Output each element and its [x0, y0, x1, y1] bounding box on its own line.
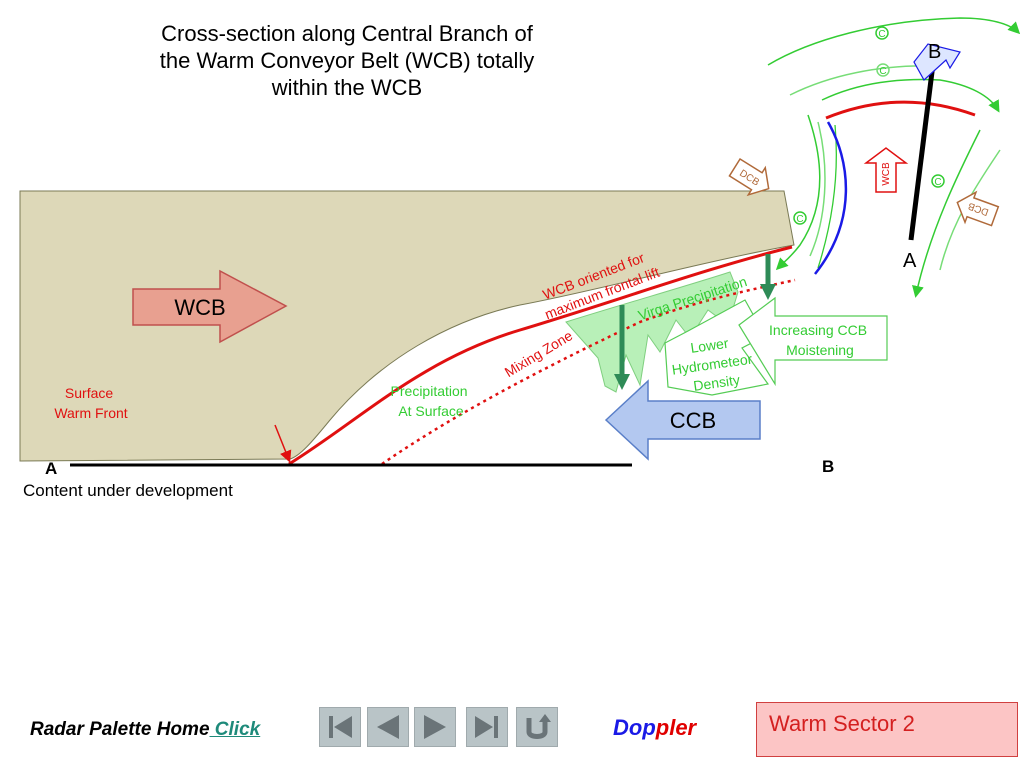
inset-cold-front — [814, 121, 848, 275]
plan-view-inset: C C C C DCB DCB WCB B A — [728, 17, 1021, 298]
next-slide-button[interactable] — [414, 707, 456, 747]
virga-arrow — [760, 254, 776, 300]
title-line-3: within the WCB — [271, 75, 423, 100]
virga-region — [565, 271, 739, 393]
ccb-arrow — [604, 379, 761, 461]
return-button[interactable] — [516, 707, 558, 747]
axis-label-b: B — [822, 457, 834, 476]
previous-slide-button[interactable] — [367, 707, 409, 747]
doppler-part-2: pler — [655, 715, 697, 740]
inset-blue-arrow — [913, 43, 961, 81]
mixing-zone-line — [381, 278, 796, 466]
warm-front-line — [288, 245, 793, 466]
last-slide-button[interactable] — [466, 707, 508, 747]
diagram-title: Cross-section along Central Branch of th… — [110, 20, 584, 101]
doppler-part-1: Dop — [613, 715, 656, 740]
first-slide-button[interactable] — [319, 707, 361, 747]
inset-wcb-label: WCB — [881, 162, 892, 186]
svg-text:C: C — [934, 177, 941, 188]
ccb-arrow-label: CCB — [670, 408, 716, 433]
inset-label-a: A — [903, 250, 917, 272]
svg-text:C: C — [796, 214, 803, 225]
radar-palette-home-label: Radar Palette Home — [30, 719, 210, 740]
wcb-arrow-label: WCB — [174, 295, 225, 320]
title-line-2: the Warm Conveyor Belt (WCB) totally — [159, 48, 535, 73]
status-text: Content under development — [23, 481, 233, 500]
skip-first-icon — [329, 716, 352, 738]
mixing-zone-label: Mixing Zone — [502, 327, 576, 380]
inset-wcb-arrow — [863, 147, 909, 193]
svg-text:C: C — [878, 29, 885, 40]
precipitation-arrow — [614, 305, 630, 390]
return-icon — [526, 714, 551, 739]
inset-label-b: B — [928, 41, 941, 63]
warm-front-pointer — [274, 424, 292, 463]
cross-section-diagram: WCB CCB Surface Warm Front WCB oriented … — [19, 17, 1021, 478]
cloud-mass — [19, 190, 795, 462]
svg-text:C: C — [879, 66, 886, 77]
surface-warm-front-label: Surface Warm Front — [54, 385, 127, 421]
skip-last-icon — [475, 716, 498, 738]
inset-section-line — [908, 55, 937, 241]
warm-sector-box[interactable]: Warm Sector 2 — [756, 702, 1018, 757]
precipitation-surface-label: Precipitation At Surface — [391, 383, 472, 419]
wcb-arrow — [132, 269, 288, 344]
next-icon — [424, 715, 446, 739]
title-line-1: Cross-section along Central Branch of — [161, 21, 533, 46]
inset-warm-front — [825, 100, 976, 120]
ccb-moistening-callout — [738, 296, 888, 387]
ccb-moistening-label: Increasing CCB Moistening — [769, 322, 871, 358]
axis-label-a: A — [45, 459, 57, 478]
click-link[interactable]: Click — [209, 719, 261, 740]
doppler-link[interactable]: Doppler — [613, 715, 696, 741]
previous-icon — [377, 715, 399, 739]
radar-palette-home: Radar Palette Home Click — [30, 719, 260, 741]
